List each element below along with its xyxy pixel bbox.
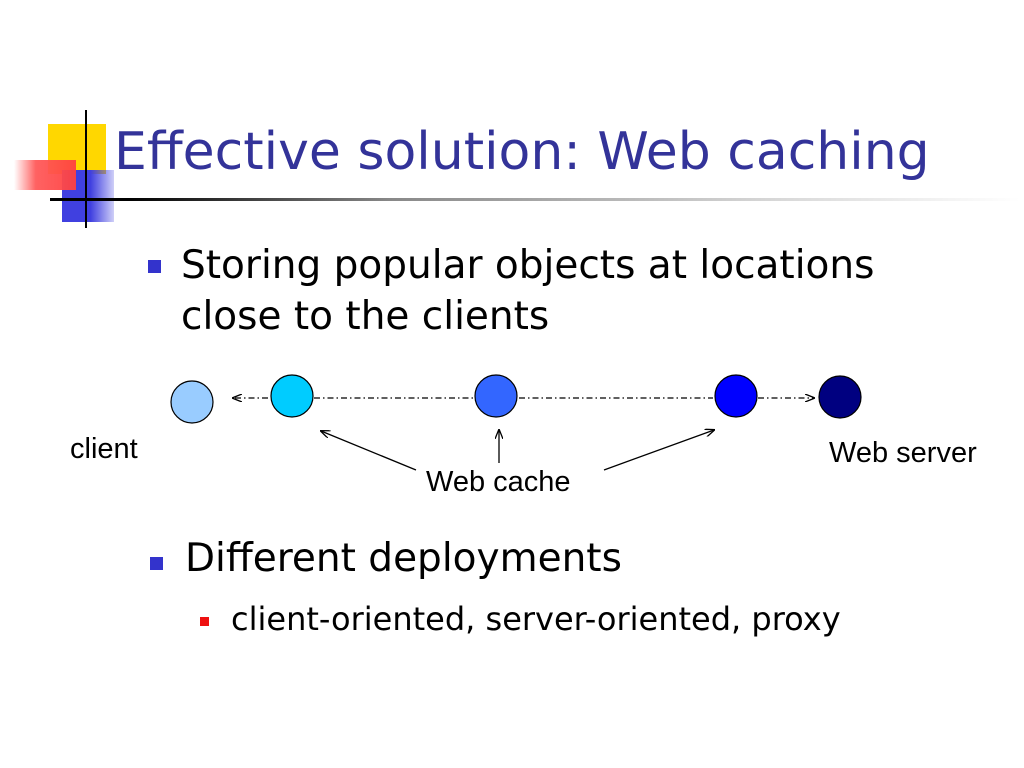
node-client — [170, 380, 214, 424]
decor-vertical-line — [85, 110, 87, 228]
annotation-arrow-right — [603, 430, 714, 471]
decor-red-bar — [14, 160, 76, 190]
node-web-cache-1 — [270, 374, 314, 418]
title-underline — [50, 198, 1020, 201]
slide-title: Effective solution: Web caching — [114, 122, 930, 182]
sub-bullet-square-icon — [200, 617, 209, 626]
bullet-text: Storing popular objects at locations clo… — [181, 243, 875, 340]
bullet-item: Different deployments — [150, 536, 622, 583]
bullet-square-icon — [150, 557, 163, 570]
node-web-server — [818, 375, 862, 419]
bullet-square-icon — [148, 260, 161, 273]
bullet-text: Different deployments — [185, 536, 622, 581]
label-web-server: Web server — [829, 437, 977, 469]
label-web-cache: Web cache — [426, 466, 571, 498]
sub-bullet-item: client-oriented, server-oriented, proxy — [200, 600, 841, 638]
bullet-item: Storing popular objects at locations clo… — [148, 240, 941, 343]
label-client: client — [70, 433, 138, 465]
annotation-arrow-left — [321, 431, 417, 471]
node-web-cache-2 — [474, 374, 518, 418]
node-web-cache-3 — [714, 374, 758, 418]
sub-bullet-text: client-oriented, server-oriented, proxy — [231, 600, 841, 638]
